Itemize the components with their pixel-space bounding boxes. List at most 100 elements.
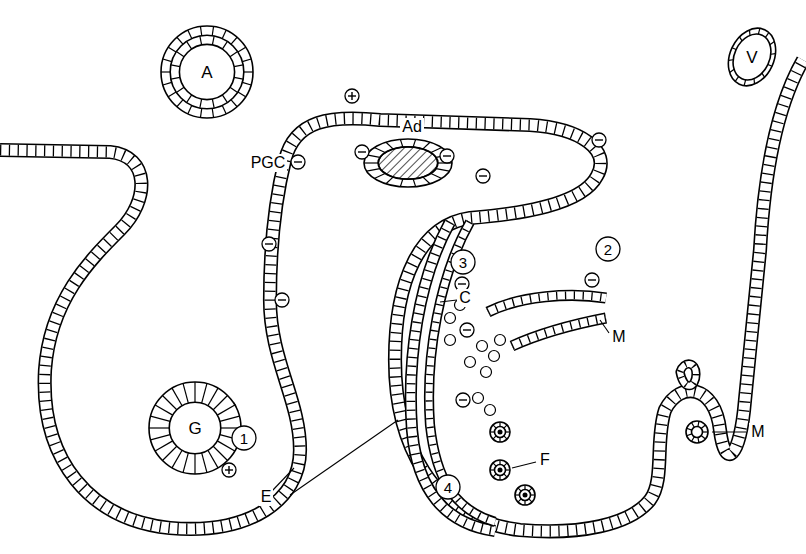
gonadal-ridge-layer [411,222,495,531]
adrenal-primordium [364,139,452,187]
mesonephric-tubule [488,295,606,312]
adrenal-primordium [400,179,402,187]
germ-cell [481,367,492,378]
follicle [515,485,535,505]
aorta-wall [187,95,192,103]
aorta-wall [222,30,226,38]
adrenal-primordium [386,177,393,184]
adrenal-primordium [431,173,442,178]
aorta-wall [179,44,234,99]
mesonephric-duct [697,437,699,442]
adrenal-primordium [431,148,442,153]
adrenal-primordium [374,148,385,153]
minus-symbol [440,149,454,163]
minus-symbol [463,329,471,330]
follicle [524,501,525,506]
germ-cell [477,341,488,352]
minus-symbol [588,279,596,280]
gut-wall [217,405,235,415]
aorta-wall [176,52,184,57]
aorta-wall [200,36,202,45]
adrenal-primordium [413,139,415,147]
follicle [518,488,521,491]
callout-number: 2 [595,236,621,262]
follicle [515,494,520,495]
mesonephric-duct [692,437,695,442]
follicle-oocyte [498,430,503,435]
gut-wall [213,395,227,409]
follicle [504,425,507,428]
aorta-wall [177,100,183,107]
vein-oval: V [722,23,782,91]
structure-label: C [457,289,473,307]
gut-wall [202,453,207,473]
minus-symbol [443,155,451,156]
mesonephric-duct [703,431,709,432]
vein-wall [757,28,760,34]
gut-wall [220,416,240,421]
aorta-wall [171,77,180,79]
follicle-oocyte [498,468,503,473]
follicle [490,460,510,480]
follicle [524,485,525,490]
gut-wall [208,450,218,468]
gut-wall [162,446,176,460]
aorta-wall [212,26,213,35]
structure-label: M [610,328,627,346]
follicle [529,488,532,491]
follicle [495,465,506,476]
coelomic-epithelium [0,60,803,531]
vein-wall [719,21,784,94]
vein-wall [771,52,776,56]
follicle [504,463,507,466]
mesonephric-duct [701,425,705,429]
vein-wall [730,68,734,73]
germ-cell [489,351,500,362]
cell-label: PGC [249,154,288,172]
gonadal-ridge-layer [411,222,495,531]
adrenal-primordium [374,173,385,178]
leader-line [290,420,398,495]
gut-wall [149,427,169,428]
mesonephric-tubule [680,364,696,386]
gut-wall [194,382,195,402]
gut-wall [149,382,241,474]
structure-label: F [538,451,552,469]
aorta-wall [187,41,192,49]
gut-wall [151,416,171,421]
adrenal-primordium [400,139,402,147]
minus-symbol [278,299,286,300]
mesonephric-duct [697,421,699,426]
vein-wall [770,40,774,45]
vein-wall [747,30,751,35]
aorta-wall [168,92,176,97]
plus-symbol [222,463,236,477]
mesonephric-duct [701,436,705,440]
adrenal-primordium [386,142,393,149]
gonadal-ridge-layer [429,222,495,522]
follicle [504,436,507,439]
minus-symbol [595,139,603,140]
follicle [499,476,500,481]
gut-wall [162,395,176,409]
minus-symbol [460,323,474,337]
mesonephric-tubule [512,318,606,346]
epithelium-bands [0,60,803,531]
aorta-wall [200,108,201,117]
vein-wall [743,80,746,86]
minus-symbol [262,237,276,251]
follicle [490,469,495,470]
minus-symbol [456,393,470,407]
aorta-wall [188,30,192,38]
germ-cell [445,335,456,346]
minus-symbol [476,169,490,183]
gonadal-ridge-layer [429,222,495,522]
aorta-wall [161,26,253,118]
aorta-wall [244,71,253,72]
leader-line [512,462,536,468]
minus-symbol [265,243,273,244]
follicle [493,474,496,477]
aorta-wall [212,99,214,108]
minus-symbol [355,145,369,159]
